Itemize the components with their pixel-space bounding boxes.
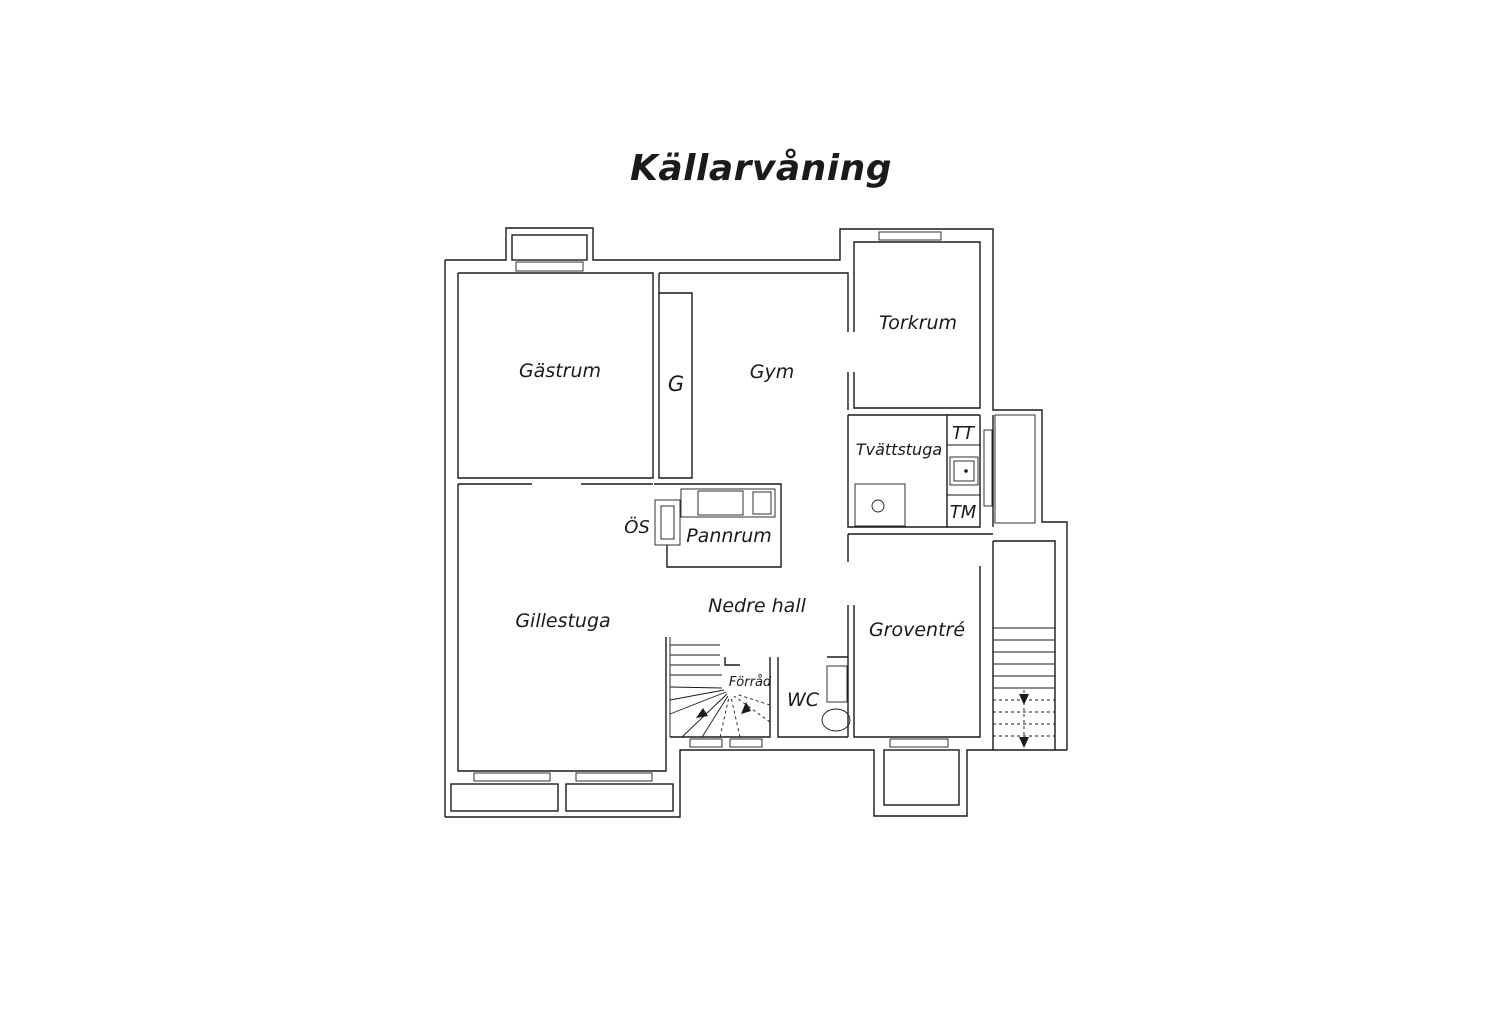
room-tvattstuga-walls	[847, 414, 1036, 528]
plan-title: Källarvåning	[629, 148, 893, 189]
room-groventre-walls	[670, 533, 993, 738]
label-g: G	[668, 372, 684, 396]
label-wc: WC	[787, 689, 820, 711]
exterior-walls	[444, 227, 1068, 818]
room-torkrum-walls	[848, 241, 981, 416]
label-tt: TT	[952, 423, 976, 444]
label-tvattstuga: Tvättstuga	[856, 440, 942, 459]
label-pannrum: Pannrum	[686, 525, 772, 547]
label-groventre: Groventré	[869, 619, 965, 641]
room-pannrum-walls	[654, 483, 782, 568]
windows	[450, 231, 960, 812]
label-gym: Gym	[750, 361, 794, 383]
stairs-outer	[992, 540, 1056, 750]
label-nedre-hall: Nedre hall	[708, 595, 806, 617]
label-tm: TM	[950, 502, 977, 523]
label-os: ÖS	[624, 516, 650, 538]
room-labels: Gästrum Gym Torkrum G Tvättstuga TT TM Ö…	[515, 312, 976, 711]
stairs-inner	[669, 637, 771, 738]
label-gastrum: Gästrum	[519, 360, 601, 382]
label-forrad: Förråd	[729, 675, 772, 690]
label-gillestuga: Gillestuga	[515, 610, 610, 632]
label-torkrum: Torkrum	[879, 312, 957, 334]
